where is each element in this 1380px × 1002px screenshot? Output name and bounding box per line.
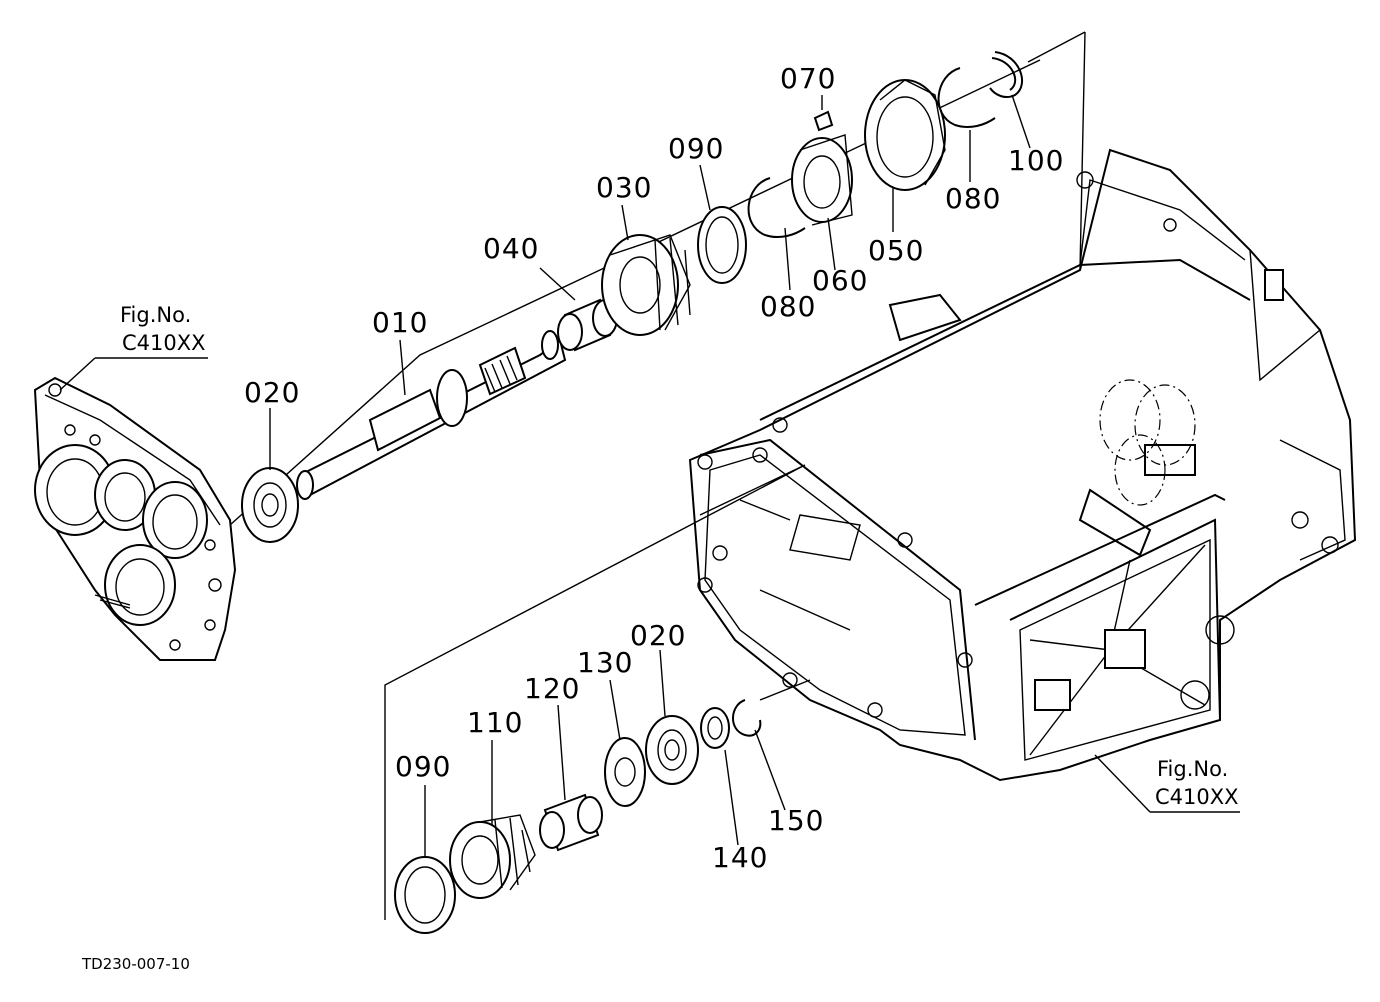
snap-ring-080-lower xyxy=(747,177,806,238)
label-100: 100 xyxy=(1008,144,1064,177)
fig-ref-right-line2: C410XX xyxy=(1155,785,1239,809)
label-080-lower: 080 xyxy=(760,290,816,323)
needle-bearing-120 xyxy=(539,793,603,852)
label-090-bottom: 090 xyxy=(395,750,451,783)
drawing-code: TD230-007-10 xyxy=(81,955,190,973)
label-020-bottom: 020 xyxy=(630,619,686,652)
thrust-washer-130 xyxy=(604,737,646,807)
label-010: 010 xyxy=(372,306,428,339)
bearing-020-top xyxy=(241,467,299,543)
label-040: 040 xyxy=(483,232,539,265)
label-060: 060 xyxy=(812,264,868,297)
label-leaders xyxy=(269,94,1031,858)
fig-ref-right-line1: Fig.No. xyxy=(1157,757,1228,781)
washer-140 xyxy=(700,707,730,749)
label-110: 110 xyxy=(467,706,523,739)
transmission-case xyxy=(688,148,1357,782)
main-shaft-010 xyxy=(296,330,567,500)
fig-ref-left-line1: Fig.No. xyxy=(120,303,191,327)
shift-sleeve-050 xyxy=(864,79,946,191)
label-070: 070 xyxy=(780,62,836,95)
bearing-020-bottom xyxy=(645,715,699,785)
snap-ring-080-upper xyxy=(937,67,996,128)
gear-030 xyxy=(601,234,691,336)
circlip-150 xyxy=(732,699,762,737)
label-120: 120 xyxy=(524,672,580,705)
ring-100 xyxy=(989,51,1024,98)
label-150: 150 xyxy=(768,804,824,837)
label-020-top: 020 xyxy=(244,376,300,409)
label-140: 140 xyxy=(712,841,768,874)
synchro-hub-060 xyxy=(791,110,853,226)
label-050: 050 xyxy=(868,234,924,267)
gear-110 xyxy=(449,814,536,899)
front-cover-housing xyxy=(33,376,237,661)
label-080-upper: 080 xyxy=(945,182,1001,215)
needle-bearing-040 xyxy=(557,298,618,352)
label-130: 130 xyxy=(577,646,633,679)
fig-ref-left-line2: C410XX xyxy=(122,331,206,355)
synchro-ring-090-top xyxy=(697,206,747,284)
label-090-top: 090 xyxy=(668,132,724,165)
label-030: 030 xyxy=(596,171,652,204)
synchro-ring-090-bottom xyxy=(394,856,456,934)
